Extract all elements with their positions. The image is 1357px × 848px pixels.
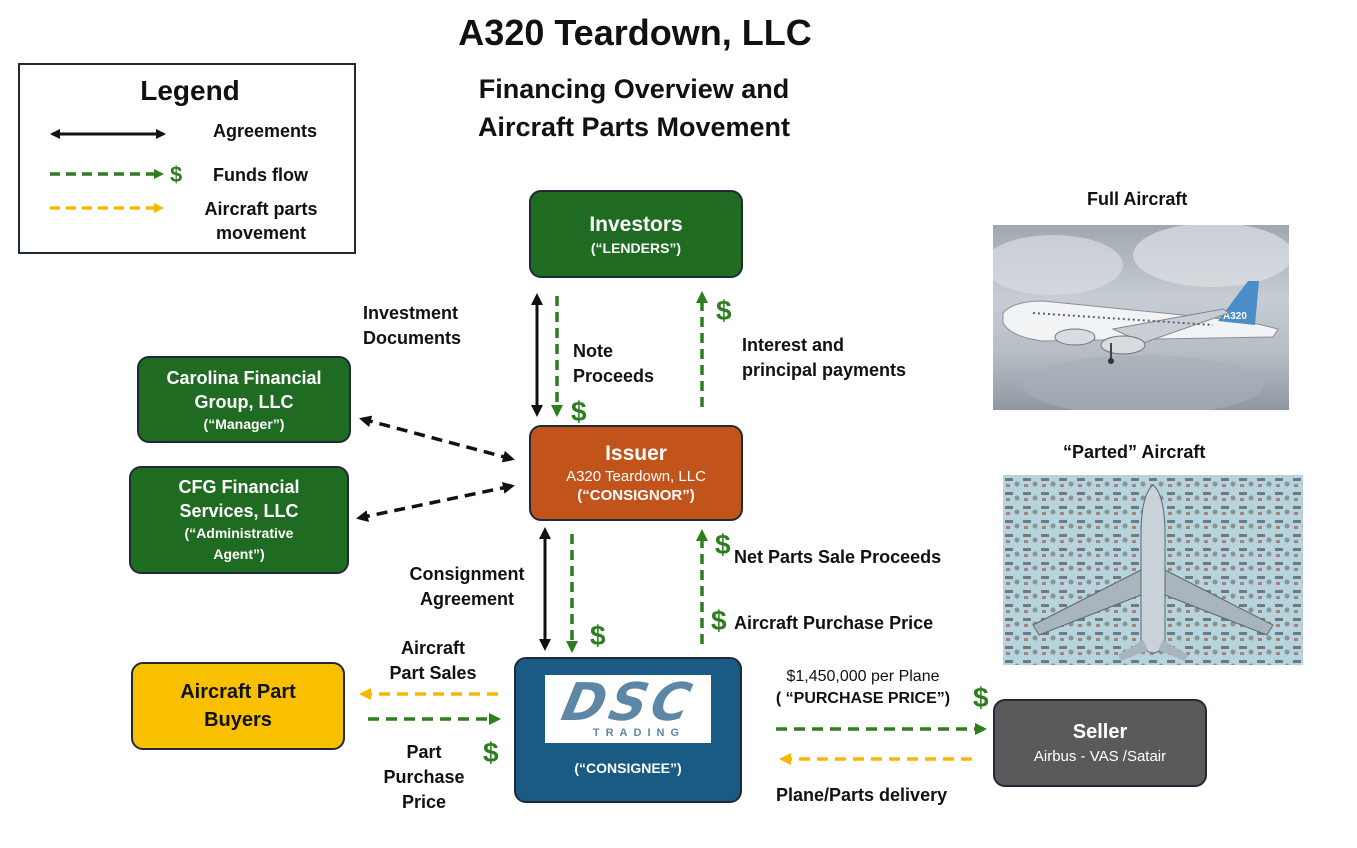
dsc-logo-text: DSC xyxy=(556,673,700,733)
carolina-name-line-1: Carolina Financial xyxy=(166,367,322,388)
cfg-financial-node: CFG Financial Services, LLC (“Administra… xyxy=(129,466,349,574)
aircraft-purchase-price-label: Aircraft Purchase Price xyxy=(734,613,934,633)
note-proceeds-label: Note Proceeds xyxy=(573,339,654,389)
cfg-name-line-2: Services, LLC xyxy=(179,501,299,521)
investment-documents-line-2: Documents xyxy=(363,328,462,348)
net-parts-dollar: $ xyxy=(715,529,731,560)
tail-marking: A320 xyxy=(1223,311,1247,322)
legend-dollar-sign: $ xyxy=(170,162,183,187)
cfg-role-line-1: (“Administrative xyxy=(184,525,294,541)
consignment-line-1: Consignment xyxy=(409,564,525,584)
part-purchase-price-label: Part Purchase Price xyxy=(374,740,474,815)
full-aircraft-image: A320 xyxy=(993,225,1289,410)
carolina-name-line-2: Group, LLC xyxy=(194,391,294,412)
part-purchase-line-1: Part xyxy=(406,742,442,762)
investors-role: (“LENDERS”) xyxy=(590,239,682,256)
purchase-price-label: $1,450,000 per Plane ( “PURCHASE PRICE”) xyxy=(770,666,956,710)
buyers-line-1: Aircraft Part xyxy=(180,681,296,703)
carolina-issuer-agreement-arrow xyxy=(359,415,515,463)
parted-aircraft-image xyxy=(1003,475,1303,665)
part-purchase-line-2: Purchase xyxy=(383,767,465,787)
seller-name: Seller xyxy=(1072,721,1128,743)
carolina-financial-node: Carolina Financial Group, LLC (“Manager”… xyxy=(137,356,351,443)
legend-parts-line-2: movement xyxy=(215,223,307,243)
seller-entity: Airbus - VAS /Satair xyxy=(1033,748,1167,765)
seller-node: Seller Airbus - VAS /Satair xyxy=(993,699,1207,787)
subtitle-line-2: Aircraft Parts Movement xyxy=(477,112,791,142)
note-proceeds-line-2: Proceeds xyxy=(573,366,655,386)
legend-agreements-label: Agreements xyxy=(213,121,318,141)
legend-swatches xyxy=(50,129,166,213)
legend-parts-label: Aircraft parts movement xyxy=(198,197,324,245)
purchase-price-line-2: ( “PURCHASE PRICE”) xyxy=(775,690,951,707)
part-purchase-dollar: $ xyxy=(483,737,499,768)
consignee-node: DSC TRADING (“CONSIGNEE”) xyxy=(514,657,742,803)
aircraft-part-sales-label: Aircraft Part Sales xyxy=(388,636,478,686)
cfg-role-line-2: Agent”) xyxy=(213,546,265,562)
seller-funds-dollar: $ xyxy=(973,682,989,713)
interest-line-2: principal payments xyxy=(742,360,907,380)
note-proceeds-dollar: $ xyxy=(571,396,587,427)
consignment-agreement-label: Consignment Agreement xyxy=(403,562,531,612)
page-subtitle: Financing Overview and Aircraft Parts Mo… xyxy=(434,70,834,146)
cfg-issuer-agreement-arrow xyxy=(356,481,515,523)
subtitle-line-1: Financing Overview and xyxy=(478,74,790,104)
net-parts-sale-proceeds-label: Net Parts Sale Proceeds xyxy=(734,547,942,567)
investors-name: Investors xyxy=(589,212,683,236)
legend-funds-label: Funds flow xyxy=(213,165,308,185)
page-title: A320 Teardown, LLC xyxy=(458,12,812,53)
buyers-line-2: Buyers xyxy=(204,709,272,731)
dsc-trading-logo: DSC TRADING xyxy=(545,673,711,743)
part-purchase-line-3: Price xyxy=(401,792,447,812)
investors-node: Investors (“LENDERS”) xyxy=(529,190,743,278)
parted-aircraft-illustration xyxy=(1003,475,1303,665)
dsc-logo-subtext: TRADING xyxy=(592,727,685,739)
investment-documents-label: Investment Documents xyxy=(363,301,461,351)
consignee-role: (“CONSIGNEE”) xyxy=(574,760,682,776)
interest-payments-label: Interest and principal payments xyxy=(742,333,906,383)
aircraft-part-buyers-node: Aircraft Part Buyers xyxy=(131,662,345,750)
interest-dollar: $ xyxy=(716,295,732,326)
carolina-role: (“Manager”) xyxy=(203,415,285,432)
legend-parts-line-1: Aircraft parts xyxy=(204,199,318,219)
issuer-role: (“CONSIGNOR”) xyxy=(577,487,695,504)
aircraft-purchase-dollar: $ xyxy=(711,605,727,636)
issuer-entity: A320 Teardown, LLC xyxy=(566,468,706,485)
part-sales-line-1: Aircraft xyxy=(400,638,466,658)
parted-aircraft-title: “Parted” Aircraft xyxy=(1063,442,1206,462)
issuer-name: Issuer xyxy=(605,442,667,465)
cfg-name-line-1: CFG Financial xyxy=(178,477,300,497)
consignee-funds-dollar: $ xyxy=(590,620,606,651)
purchase-price-line-1: $1,450,000 per Plane xyxy=(786,668,940,685)
part-sales-line-2: Part Sales xyxy=(389,663,477,683)
consignment-line-2: Agreement xyxy=(419,589,515,609)
issuer-node: Issuer A320 Teardown, LLC (“CONSIGNOR”) xyxy=(529,425,743,521)
legend-title: Legend xyxy=(140,75,240,106)
investment-documents-line-1: Investment xyxy=(363,303,459,323)
note-proceeds-line-1: Note xyxy=(573,341,613,361)
interest-line-1: Interest and xyxy=(742,335,845,355)
plane-parts-delivery-label: Plane/Parts delivery xyxy=(776,785,948,805)
legend: Legend $ Agreements Funds flow Aircraft … xyxy=(18,63,356,254)
full-aircraft-illustration: A320 xyxy=(993,225,1289,410)
full-aircraft-title: Full Aircraft xyxy=(1087,189,1188,209)
